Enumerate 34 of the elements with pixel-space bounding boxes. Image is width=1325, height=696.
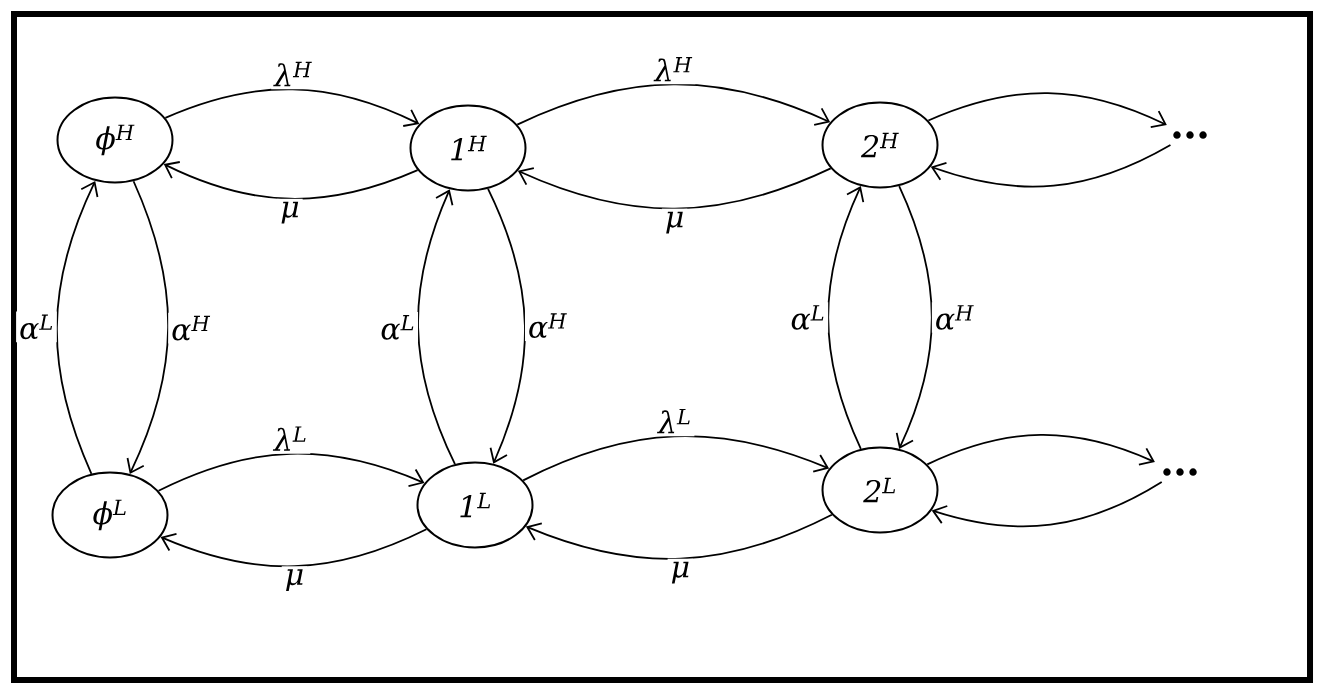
arrow: [516, 83, 831, 126]
arrow: [517, 167, 832, 210]
arrow: [522, 435, 830, 482]
edge-label: α$^{L}$: [377, 312, 419, 343]
edge-label: α$^{H}$: [168, 312, 214, 344]
edge-label: α$^{L}$: [16, 311, 57, 343]
arrow: [157, 452, 425, 492]
ellipsis-text: …: [1173, 131, 1207, 139]
arrow: [525, 513, 833, 560]
arrow: [926, 434, 1155, 466]
edge-label: α$^{H}$: [524, 310, 571, 341]
arrow: [895, 185, 933, 449]
edge-label: λ$^{L}$: [654, 405, 695, 437]
arrow: [163, 161, 419, 200]
arrow: [55, 180, 99, 475]
arrow: [417, 189, 456, 466]
arrow: [927, 92, 1167, 129]
edge-label: μ: [667, 558, 694, 587]
edge-label: μ: [281, 566, 308, 595]
arrow: [164, 88, 420, 127]
arrow: [126, 180, 170, 475]
ellipsis-text: …: [1163, 468, 1197, 476]
arrow: [487, 187, 526, 464]
edge-label: λ$^{L}$: [270, 423, 311, 454]
edge-label: μ: [661, 208, 688, 237]
edge-label: λ$^{H}$: [651, 54, 696, 85]
arrow: [931, 481, 1163, 528]
arrow: [827, 186, 865, 450]
arrow: [160, 528, 428, 568]
arrow: [930, 144, 1172, 188]
edge-label: μ: [277, 198, 303, 227]
edge-label: λ$^{H}$: [271, 58, 315, 90]
edge-label: α$^{L}$: [787, 302, 829, 333]
edge-label: α$^{H}$: [931, 302, 977, 333]
